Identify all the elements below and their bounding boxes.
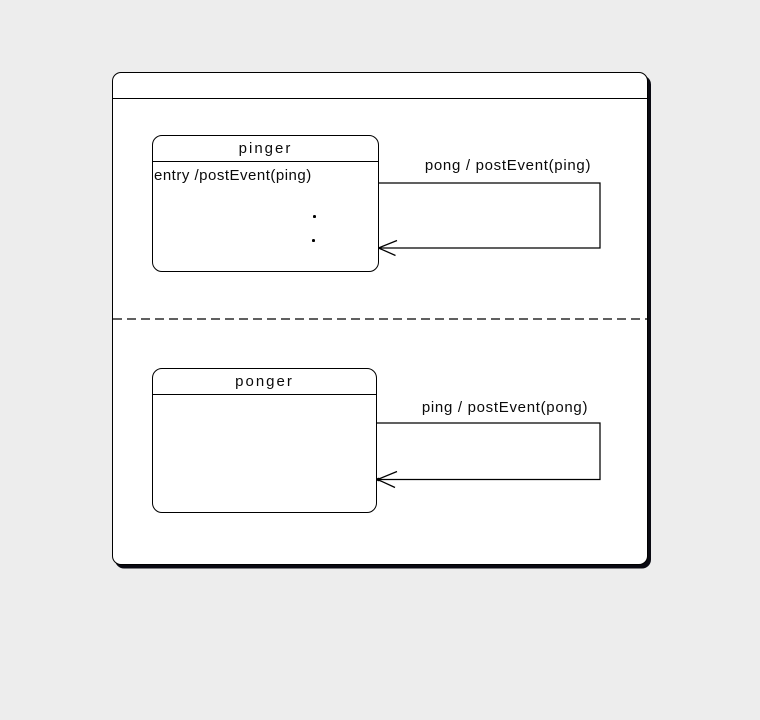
ponger-state-title: ponger (153, 369, 376, 395)
ponger-entry-action (153, 395, 376, 400)
ellipsis-dot: . (312, 239, 315, 242)
ponger-transition-label: ping / postEvent(pong) (421, 399, 589, 416)
pinger-entry-action: entry /postEvent(ping) (154, 167, 312, 184)
machine-frame-titlebar (113, 73, 647, 99)
pinger-transition-label: pong / postEvent(ping) (424, 157, 592, 174)
state-ponger: ponger (152, 368, 377, 513)
ellipsis-dot: . (313, 215, 316, 218)
state-pinger: pinger entry /postEvent(ping) . . (152, 135, 379, 272)
pinger-state-title: pinger (153, 136, 378, 162)
